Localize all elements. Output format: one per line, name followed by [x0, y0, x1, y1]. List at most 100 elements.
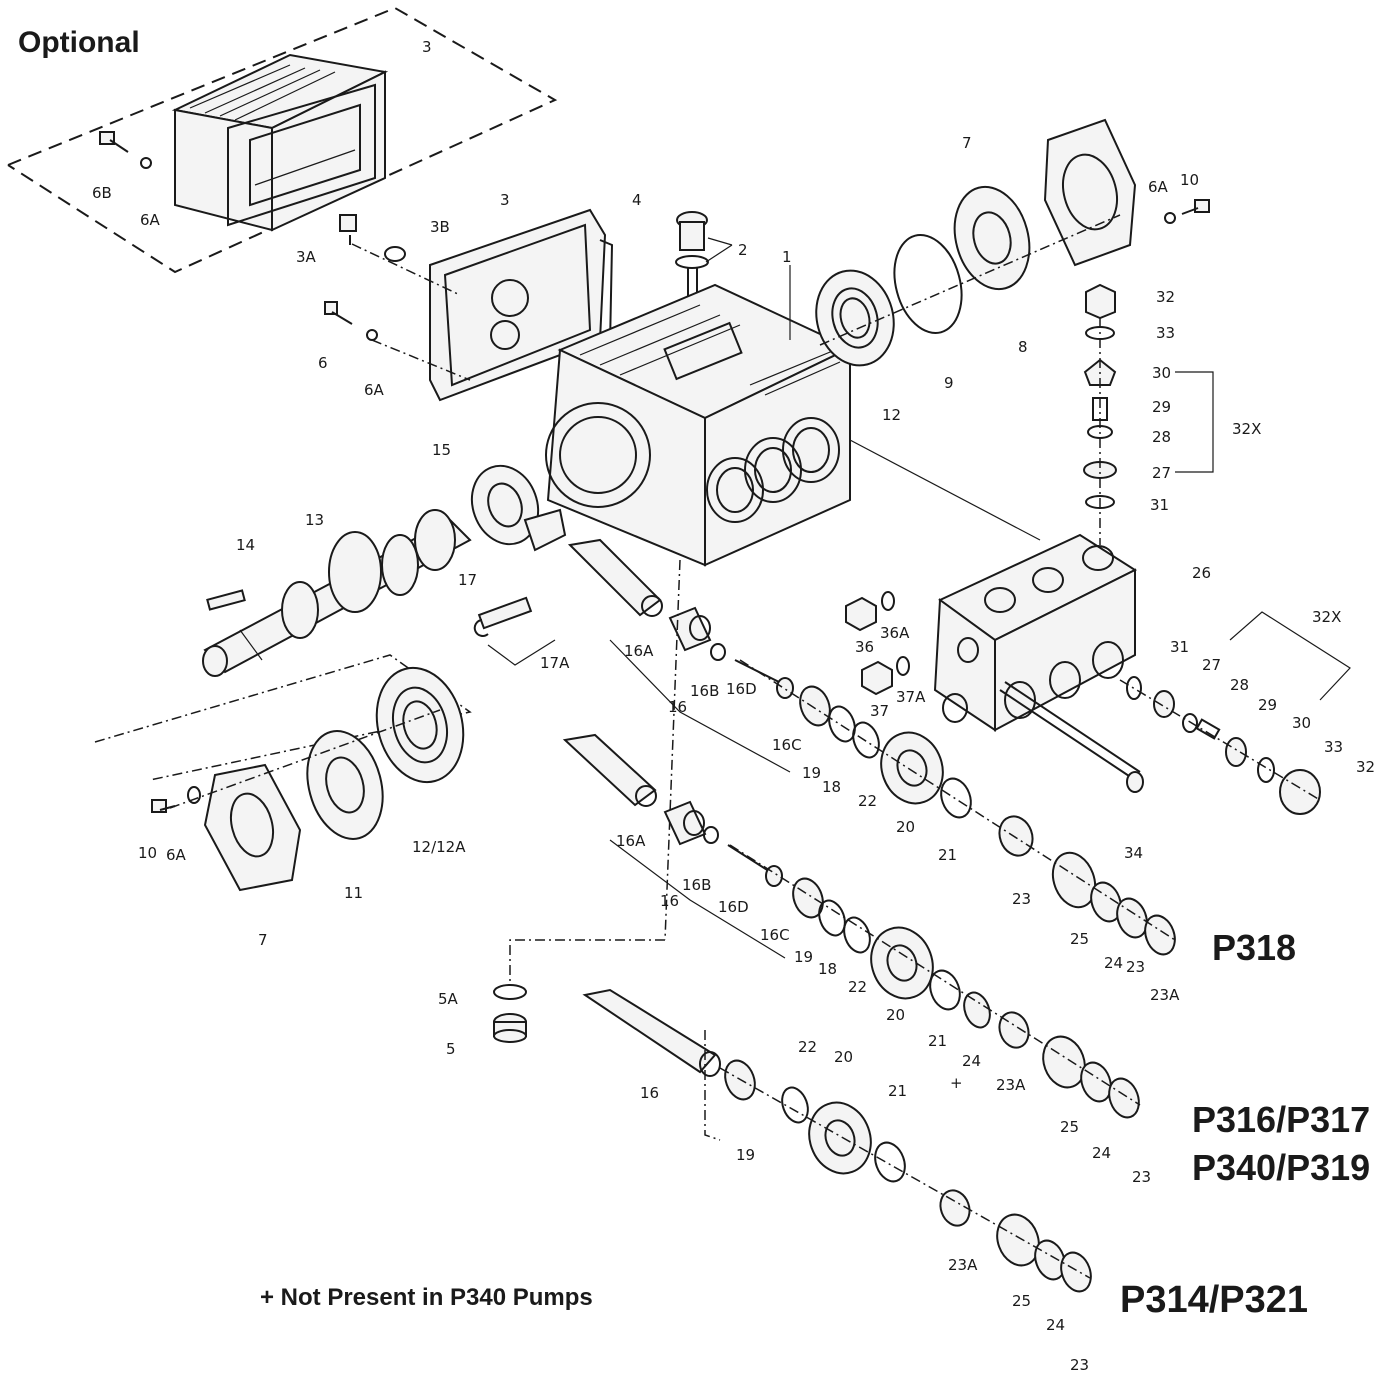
part-label-l16a1: 16A — [624, 642, 654, 660]
bolt-10-bottom — [151, 799, 176, 813]
bolt-10-top — [1164, 199, 1210, 224]
part-label-l5A: 5A — [438, 990, 459, 1008]
part-label-l25a: 25 — [1070, 930, 1089, 948]
plug-36 — [845, 591, 895, 632]
part-label-l17a: 17A — [540, 654, 570, 672]
bearing-cover-7-bottom — [203, 763, 302, 892]
optional-label: Optional — [18, 26, 140, 59]
part-label-l23Aa: 23A — [1150, 986, 1180, 1004]
valve-assembly-top — [1083, 283, 1214, 545]
part-label-l16c2: 16C — [760, 926, 790, 944]
part-label-l16_3: 16 — [640, 1084, 659, 1102]
part-label-l32x2: 32X — [1312, 608, 1341, 626]
plunger-rod-16c-middle — [727, 844, 783, 887]
part-label-l30b: 30 — [1292, 714, 1311, 732]
part-label-l4: 4 — [632, 191, 642, 209]
part-label-l21c: 21 — [888, 1082, 907, 1100]
wrist-pin-17 — [473, 596, 556, 666]
part-label-l20a: 20 — [896, 818, 915, 836]
part-label-l16c1: 16C — [772, 736, 802, 754]
part-label-l22c: 22 — [798, 1038, 817, 1056]
washer-6a-bottom — [187, 786, 201, 804]
part-label-l16b2: 16B — [682, 876, 711, 894]
part-label-l24c: 24 — [1092, 1144, 1111, 1162]
dipstick-assembly — [675, 211, 733, 320]
seal-11 — [306, 730, 384, 840]
seal-stack-bottom — [724, 1059, 1092, 1293]
part-label-l20b: 20 — [886, 1006, 905, 1024]
part-label-l18a: 18 — [822, 778, 841, 796]
part-label-l7a: 7 — [962, 134, 972, 152]
plunger-16a-upper — [567, 538, 663, 617]
part-label-l25b: 25 — [1060, 1118, 1079, 1136]
plunger-16a-middle — [562, 733, 657, 807]
part-label-l23a: 23 — [1012, 890, 1031, 908]
part-label-l13: 13 — [305, 511, 324, 529]
bearing-carrier-15 — [470, 464, 567, 552]
part-label-l31a: 31 — [1150, 496, 1169, 514]
part-label-l16b1: 16B — [690, 682, 719, 700]
part-label-l16a2: 16A — [616, 832, 646, 850]
part-label-l22a: 22 — [858, 792, 877, 810]
optional-crankcase-cover — [171, 53, 389, 232]
model-label-p314-p321: P314/P321 — [1120, 1279, 1308, 1321]
model-label-p318: P318 — [1212, 927, 1296, 968]
part-label-l28b: 28 — [1230, 676, 1249, 694]
plunger-guide-16b-upper — [668, 606, 712, 652]
part-label-l6a2: 6A — [364, 381, 385, 399]
part-label-l29b: 29 — [1258, 696, 1277, 714]
bolt-6b — [99, 131, 129, 153]
model-label-p316-p317: P316/P317 — [1192, 1099, 1370, 1140]
part-label-l7b: 7 — [258, 931, 268, 949]
part-label-lplus: + — [950, 1074, 963, 1092]
bearing-12-12a — [375, 666, 465, 784]
plug-3a — [339, 214, 357, 245]
part-label-l27b: 27 — [1202, 656, 1221, 674]
part-label-l25c: 25 — [1012, 1292, 1031, 1310]
part-label-l2: 2 — [738, 241, 748, 259]
washer-5a — [493, 984, 527, 1000]
washer-6a-top — [140, 157, 152, 169]
part-label-l10b: 10 — [138, 844, 157, 862]
drain-plug-5 — [493, 1013, 527, 1043]
part-label-l23Ab: 23A — [996, 1076, 1026, 1094]
part-label-l17: 17 — [458, 571, 477, 589]
bearing-cover-7-top — [1043, 118, 1137, 267]
manifold-head-26 — [933, 533, 1138, 732]
part-label-l32b: 32 — [1356, 758, 1375, 776]
washer-16d-middle — [703, 826, 719, 844]
part-label-l19a: 19 — [802, 764, 821, 782]
plug-37 — [861, 656, 910, 696]
washer-16d-upper — [710, 643, 726, 661]
washer-6a-mid — [366, 329, 378, 341]
part-label-l23Ac: 23A — [948, 1256, 978, 1274]
part-label-l6a1: 6A — [140, 211, 161, 229]
part-label-l3a: 3 — [422, 38, 432, 56]
part-label-l12_12a: 12/12A — [412, 838, 466, 856]
part-label-l27a: 27 — [1152, 464, 1171, 482]
part-label-l12: 12 — [882, 406, 901, 424]
plunger-guide-16b-middle — [663, 800, 707, 846]
part-label-l6a4: 6A — [166, 846, 187, 864]
part-label-l16_2: 16 — [660, 892, 679, 910]
part-label-l20c: 20 — [834, 1048, 853, 1066]
part-label-l21a: 21 — [938, 846, 957, 864]
part-label-l19c: 19 — [736, 1146, 755, 1164]
bearing-12-top — [815, 269, 895, 367]
part-label-l24a: 24 — [1104, 954, 1123, 972]
part-label-l37a: 37A — [896, 688, 926, 706]
part-label-l30a: 30 — [1152, 364, 1171, 382]
stud-34 — [999, 681, 1144, 793]
part-label-l24b: 24 — [962, 1052, 981, 1070]
part-label-l29a: 29 — [1152, 398, 1171, 416]
part-label-l6: 6 — [318, 354, 328, 372]
part-label-l23c: 23 — [1132, 1168, 1151, 1186]
seal-stack-upper — [799, 685, 1176, 956]
part-label-l33a: 33 — [1156, 324, 1175, 342]
seal-stack-middle — [792, 877, 1140, 1119]
crankcase-body — [545, 265, 853, 567]
part-label-l21b: 21 — [928, 1032, 947, 1050]
part-label-l31b: 31 — [1170, 638, 1189, 656]
